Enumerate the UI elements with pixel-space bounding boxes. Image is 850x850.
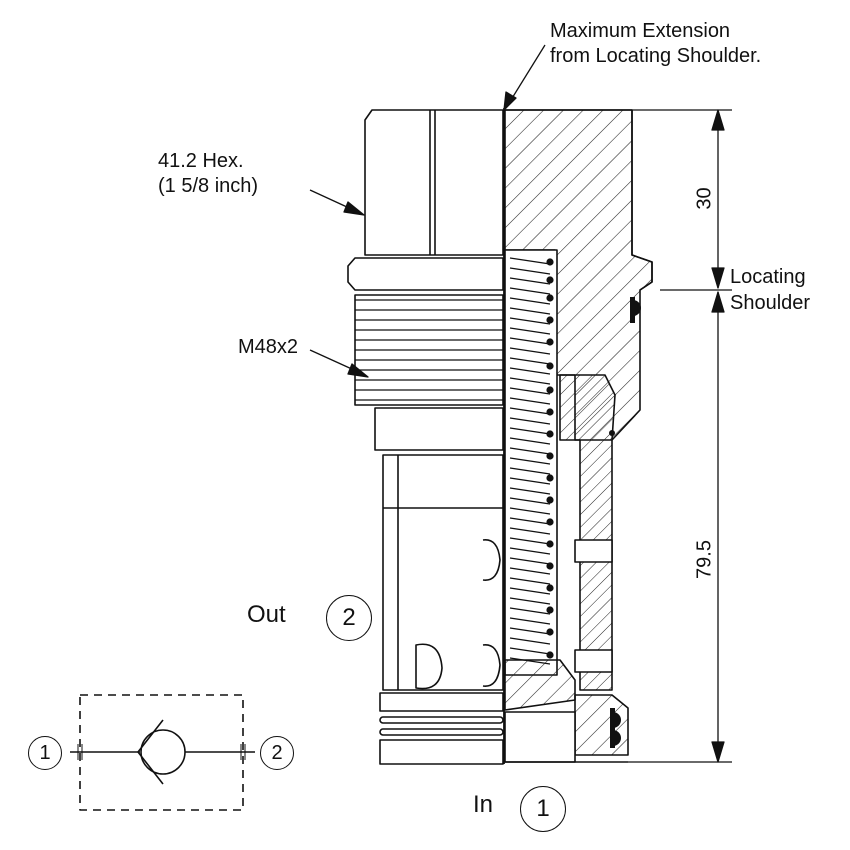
out-port-label: Out <box>247 601 286 628</box>
hex-collar <box>347 257 504 291</box>
leader-lines <box>309 44 546 378</box>
out-port-number: 2 <box>326 595 372 641</box>
max-extension-label-line1: Maximum Extension <box>550 20 731 42</box>
valve-body <box>382 454 504 691</box>
max-extension-label-line2: from Locating Shoulder. <box>550 45 762 67</box>
spring-coils <box>509 257 551 665</box>
check-seat <box>137 719 164 785</box>
schematic-port-2: 2 <box>260 736 294 770</box>
thread-size-label: M48x2 <box>238 336 299 358</box>
locating-shoulder-label-line1: Locating <box>730 266 806 288</box>
section-poppet <box>504 659 576 711</box>
dimension-lower: 79.5 <box>693 540 716 579</box>
dimension-lines <box>628 109 732 763</box>
in-port-label: In <box>473 791 494 818</box>
locating-shoulder-label-line2: Shoulder <box>730 292 811 314</box>
dimension-upper: 30 <box>693 187 716 210</box>
thread-lines <box>355 299 503 401</box>
valve-exterior-half <box>347 109 504 765</box>
valve-section-half <box>503 108 653 764</box>
section-sleeve <box>559 374 616 691</box>
hex-size-label-line1: 41.2 Hex. <box>158 150 244 172</box>
spring-wire-dots <box>546 258 554 659</box>
in-port-number: 1 <box>520 786 566 832</box>
check-ball <box>140 729 186 775</box>
hex-head <box>364 109 504 256</box>
section-base <box>574 694 629 756</box>
check-valve-schematic <box>70 694 255 811</box>
o-ring-seals <box>609 297 641 748</box>
schematic-port-1: 1 <box>28 736 62 770</box>
hex-size-label-line2: (1 5/8 inch) <box>158 175 259 197</box>
